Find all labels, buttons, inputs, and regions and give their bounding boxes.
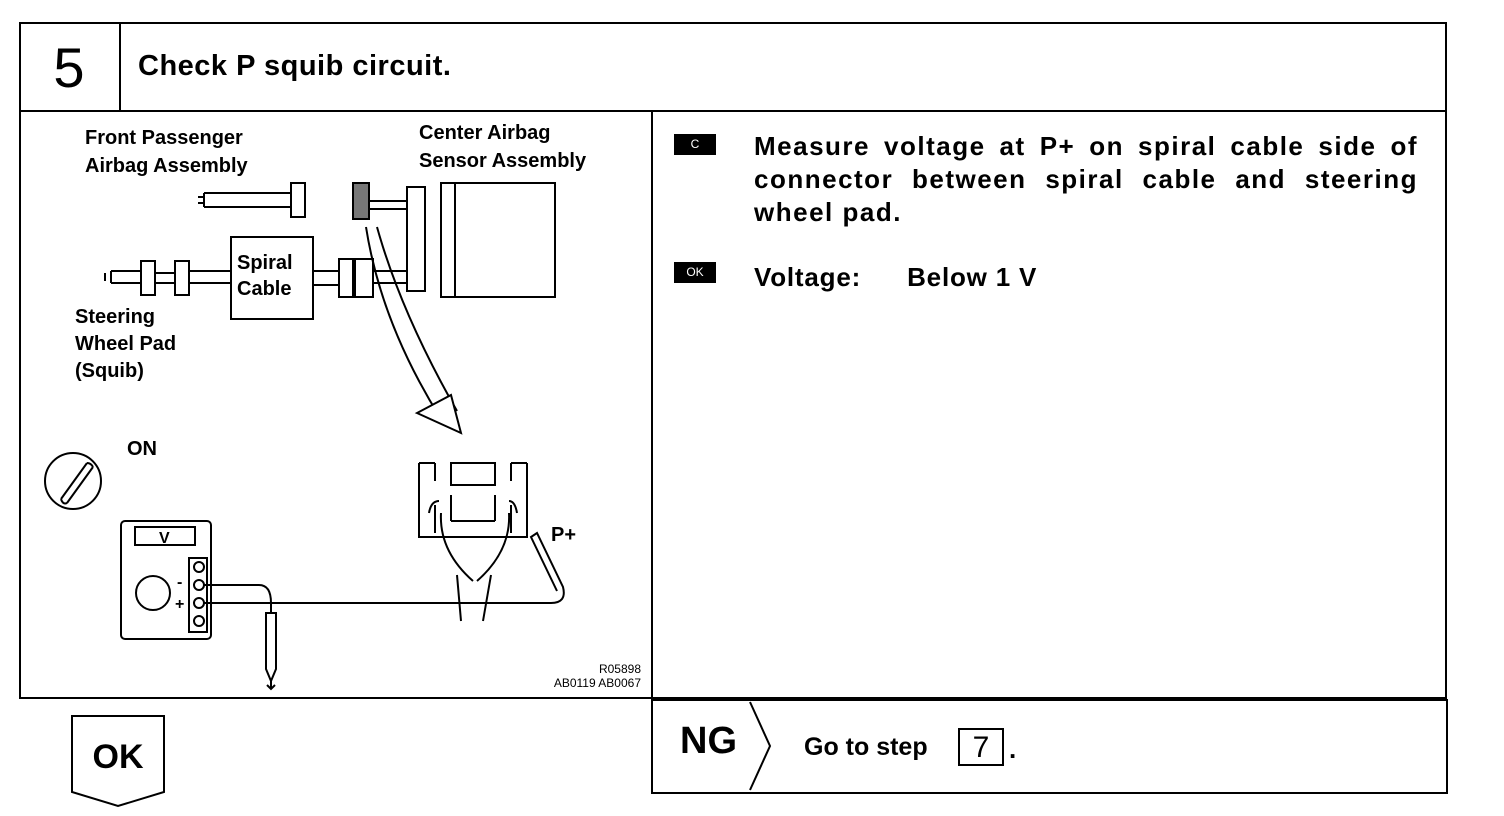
step-body-frame <box>19 111 1447 699</box>
ng-label: NG <box>680 720 737 762</box>
meter-plus-label: + <box>175 596 184 613</box>
label-terminal: P+ <box>551 524 576 546</box>
label-front-passenger-2: Airbag Assembly <box>85 155 249 177</box>
meter-display-label: V <box>159 530 170 547</box>
ok-spec-label: Voltage: <box>754 262 862 292</box>
ok-spec: Voltage: Below 1 V <box>754 262 1037 293</box>
label-steering-2: Wheel Pad <box>75 333 176 355</box>
ref-code-1: R05898 <box>599 662 641 676</box>
ok-spec-value: Below 1 V <box>907 262 1038 292</box>
goto-text: Go to step <box>804 733 928 761</box>
step-title: Check P squib circuit. <box>138 50 452 82</box>
instruction-text: Measure voltage at P+ on spiral cable si… <box>754 131 1418 227</box>
instruction-badge: C <box>674 134 716 155</box>
meter-minus-label: - <box>177 574 182 591</box>
ok-label: OK <box>92 738 144 776</box>
label-spiral-2: Cable <box>237 278 291 300</box>
label-center-sensor-1: Center Airbag <box>419 122 551 144</box>
ng-result-frame <box>651 699 1448 794</box>
goto-step-link[interactable]: 7 <box>958 728 1004 766</box>
label-front-passenger-1: Front Passenger <box>85 127 243 149</box>
column-divider <box>651 111 653 793</box>
label-steering-3: (Squib) <box>75 360 144 382</box>
goto-suffix: . <box>1009 734 1017 764</box>
ok-arrow-icon <box>71 715 165 808</box>
step-header-frame <box>19 22 1447 112</box>
step-number: 5 <box>19 22 121 112</box>
ng-chevron-icon <box>749 701 772 791</box>
ref-code-2: AB0119 AB0067 <box>554 676 642 690</box>
ok-badge: OK <box>674 262 716 283</box>
label-ignition-on: ON <box>127 438 157 460</box>
label-center-sensor-2: Sensor Assembly <box>419 150 587 172</box>
label-steering-1: Steering <box>75 306 155 328</box>
circuit-diagram: Front Passenger Airbag Assembly Center A… <box>44 122 642 691</box>
label-spiral-1: Spiral <box>237 252 293 274</box>
